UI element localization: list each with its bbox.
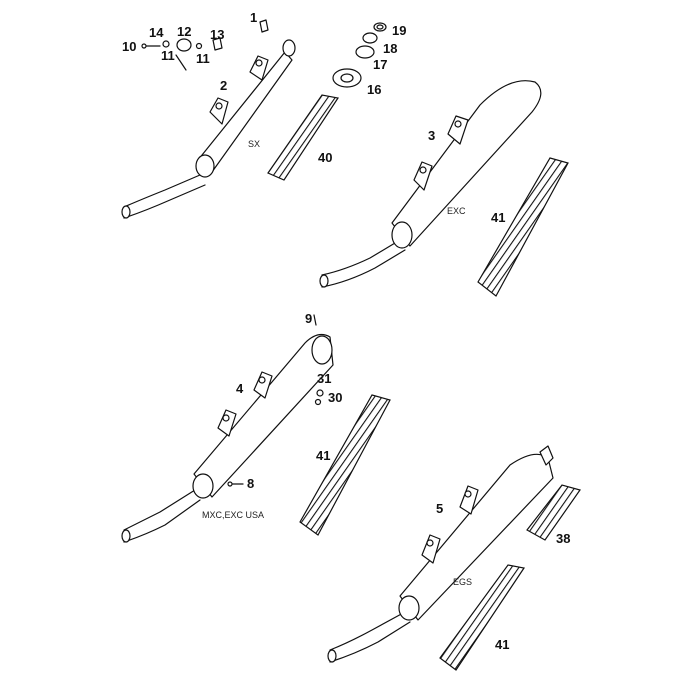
callout-17: 17 [373,57,387,72]
callout-9: 9 [305,311,312,326]
callout-11b: 11 [196,51,210,66]
callout-13: 13 [210,27,224,42]
variant-label-exc: EXC [447,206,466,216]
callout-41c: 41 [495,637,509,652]
callout-18: 18 [383,41,397,56]
callout-19: 19 [392,23,406,38]
silencer-exc [319,80,542,288]
packing-41-mxc [299,394,391,536]
callout-11a: 11 [161,48,175,63]
callout-14: 14 [149,25,164,40]
variant-label-sx: SX [248,139,260,149]
callout-4: 4 [236,381,244,396]
packing-38 [526,484,581,541]
callout-31: 31 [317,371,331,386]
silencer-sx [121,39,296,219]
callout-30: 30 [328,390,342,405]
packing-41-egs [439,564,526,671]
packing-41-exc [477,157,569,297]
callout-2: 2 [220,78,227,93]
callout-8: 8 [247,476,254,491]
callout-5: 5 [436,501,443,516]
callout-38: 38 [556,531,570,546]
rubber-grommets [332,22,387,88]
silencer-egs [327,445,554,663]
variant-label-mxc: MXC,EXC USA [202,510,264,520]
callout-3: 3 [428,128,435,143]
silencer-mxc [121,333,334,543]
callout-12: 12 [177,24,191,39]
callout-40: 40 [318,150,332,165]
sx-hardware [141,19,269,71]
variant-label-egs: EGS [453,577,472,587]
callout-16: 16 [367,82,381,97]
callout-41b: 41 [316,448,330,463]
callout-1: 1 [250,10,257,25]
mxc-hardware [227,314,324,487]
callout-10: 10 [122,39,136,54]
packing-40 [267,94,339,181]
callout-41a: 41 [491,210,505,225]
